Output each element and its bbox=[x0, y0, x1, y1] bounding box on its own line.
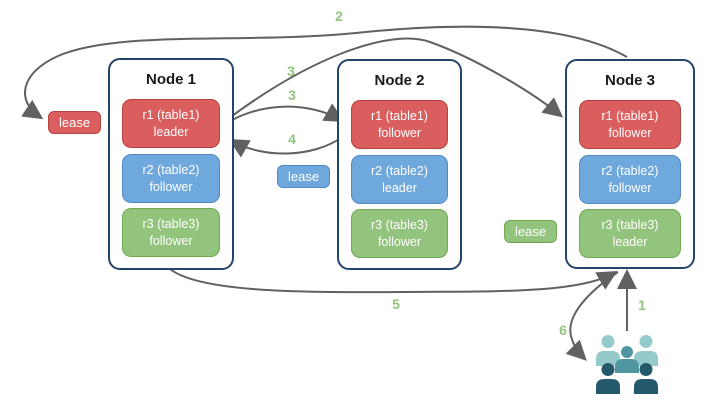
step-label-2: 2 bbox=[335, 8, 343, 24]
replica-label: r1 (table1) bbox=[142, 108, 200, 123]
lease-badge-table1: lease bbox=[48, 111, 102, 134]
replica-role: follower bbox=[149, 233, 193, 248]
replica-role: leader bbox=[382, 180, 417, 195]
step-label-1: 1 bbox=[638, 297, 646, 313]
node-3-title: Node 3 bbox=[604, 72, 655, 89]
node-1: Node 1 r1 (table1) leader r2 (table2) fo… bbox=[108, 58, 234, 270]
replica-label: r1 (table1) bbox=[371, 109, 428, 124]
replica-role: follower bbox=[608, 125, 652, 140]
replica-label: r1 (table1) bbox=[601, 109, 659, 124]
users-icon bbox=[596, 335, 658, 394]
replica-label: r3 (table3) bbox=[371, 218, 428, 233]
replica-role: leader bbox=[153, 124, 189, 139]
node-3-replica-r2: r2 (table2) follower bbox=[579, 155, 681, 204]
arrow-step-6-node3-to-users bbox=[565, 271, 619, 361]
lease-badge-table3: lease bbox=[504, 220, 558, 243]
node-2-replica-r2: r2 (table2) leader bbox=[351, 155, 448, 204]
node-2-replica-r1: r1 (table1) follower bbox=[351, 100, 448, 149]
node-2-title: Node 2 bbox=[374, 72, 425, 89]
step-label-3a: 3 bbox=[287, 63, 295, 79]
replica-role: follower bbox=[149, 179, 193, 194]
node-1-replica-r1: r1 (table1) leader bbox=[122, 99, 220, 148]
step-label-6: 6 bbox=[559, 322, 567, 338]
arrow-step-5-node1-to-node3 bbox=[169, 268, 618, 294]
node-3-replica-r3: r3 (table3) leader bbox=[579, 209, 681, 258]
replica-role: follower bbox=[608, 180, 652, 195]
node-3-replica-r1: r1 (table1) follower bbox=[579, 100, 681, 149]
step-label-3b: 3 bbox=[288, 87, 296, 103]
replica-label: r3 (table3) bbox=[601, 218, 659, 233]
replica-role: follower bbox=[377, 234, 422, 249]
node-3: Node 3 r1 (table1) follower r2 (table2) … bbox=[565, 59, 695, 269]
node-1-title: Node 1 bbox=[145, 71, 196, 88]
step-label-4: 4 bbox=[288, 131, 296, 147]
replica-label: r3 (table3) bbox=[142, 217, 200, 232]
node-2-replica-r3: r3 (table3) follower bbox=[351, 209, 448, 258]
node-1-replica-r3: r3 (table3) follower bbox=[122, 208, 220, 257]
step-label-5: 5 bbox=[392, 296, 400, 312]
node-2: Node 2 r1 (table1) follower r2 (table2) … bbox=[337, 59, 462, 270]
arrow-step-3-node1-to-node2 bbox=[223, 103, 345, 126]
replica-label: r2 (table2) bbox=[601, 164, 659, 179]
lease-badge-table2: lease bbox=[277, 165, 331, 188]
replica-label: r2 (table2) bbox=[142, 163, 200, 178]
node-1-replica-r2: r2 (table2) follower bbox=[122, 154, 220, 203]
replica-role: follower bbox=[377, 125, 422, 140]
replica-role: leader bbox=[612, 234, 648, 249]
replica-label: r2 (table2) bbox=[371, 164, 428, 179]
